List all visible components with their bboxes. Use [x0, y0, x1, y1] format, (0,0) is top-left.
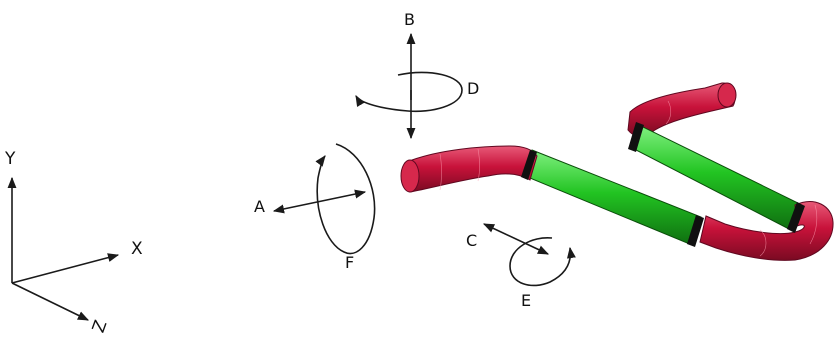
z-axis-label: Z — [89, 318, 112, 336]
e-label: E — [521, 291, 531, 310]
x-axis-line — [11, 253, 120, 284]
a-arrow — [272, 189, 367, 214]
joint-ring-2 — [687, 215, 704, 247]
a-label: A — [254, 197, 265, 216]
x-axis-label: X — [131, 239, 143, 259]
z-axis-line — [11, 282, 90, 321]
front-bend-red — [409, 145, 538, 193]
e-rotation-arc — [509, 237, 576, 287]
joint-ring-4 — [787, 202, 805, 233]
b-label: B — [404, 10, 415, 29]
front-bend-end-cap — [400, 159, 420, 193]
motion-af-symbol — [272, 143, 376, 255]
f-rotation-arc — [315, 143, 376, 255]
c-label: C — [466, 231, 477, 250]
joint-ring-3 — [628, 122, 644, 152]
motion-ce-symbol — [482, 223, 576, 287]
d-rotation-arc — [355, 71, 463, 113]
pipe-assembly — [400, 82, 834, 261]
d-label: D — [467, 79, 479, 98]
joint-ring-1 — [521, 150, 537, 180]
motion-bd-symbol — [355, 32, 463, 140]
back-bend-end-cap — [717, 82, 737, 108]
y-axis-label: Y — [4, 149, 16, 169]
c-arrow — [482, 223, 550, 255]
f-label: F — [345, 253, 354, 272]
coordinate-axes — [7, 176, 120, 321]
